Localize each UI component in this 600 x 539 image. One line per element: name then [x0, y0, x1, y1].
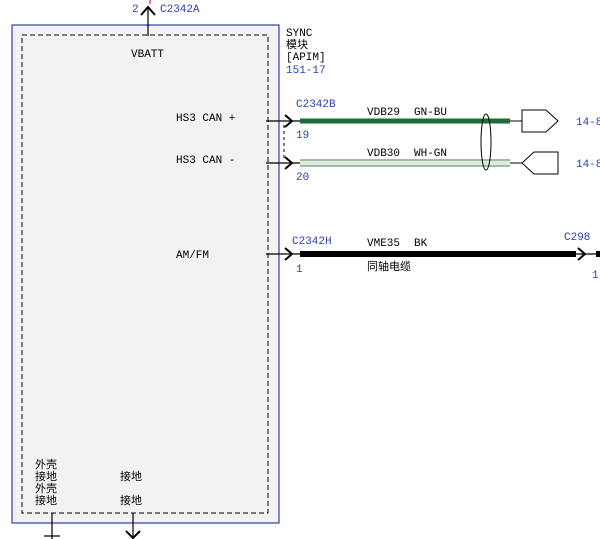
coax-far-connector: C298 [564, 232, 590, 244]
coax-description: 同轴电缆 [367, 259, 411, 274]
can-minus-offpage-connector [521, 151, 559, 175]
ground-label-1: 接地 [120, 470, 142, 484]
can-plus-offpage-connector [521, 109, 559, 133]
can-plus-arrow-icon [284, 114, 294, 128]
coax-far-terminal [596, 251, 600, 257]
ground-label-2: 接地 [120, 494, 142, 508]
signal-can-minus: HS3 CAN - [176, 155, 235, 167]
can-minus-pin: 20 [296, 172, 309, 184]
vbatt-label: VBATT [131, 49, 164, 61]
ground-arrow-icon [125, 530, 141, 539]
can-minus-arrow-icon [284, 156, 294, 170]
module-inner-boundary [21, 34, 269, 514]
coax-pin: 1 [296, 264, 303, 276]
coax-arrow-icon [284, 247, 294, 261]
case-ground-label-4: 接地 [35, 494, 57, 508]
can-minus-circuit: VDB30 [367, 148, 400, 160]
can-minus-ref: 14-8 [576, 159, 600, 171]
vbatt-arrow-icon [140, 5, 156, 16]
case-ground-label-3: 外壳 [35, 481, 57, 496]
top-pin-label: 2 [132, 4, 139, 16]
coax-color: BK [414, 238, 428, 250]
case-ground-label-1: 外壳 [35, 457, 57, 472]
coax-far-arrow-icon [577, 247, 587, 261]
coax-circuit: VME35 [367, 238, 400, 250]
can-plus-color: GN-BU [414, 107, 447, 119]
module-name: SYNC [286, 28, 313, 40]
coax-far-pin: 1 [592, 270, 599, 282]
case-ground-label-2: 接地 [35, 470, 57, 484]
can-minus-color: WH-GN [414, 148, 447, 160]
module-outline [11, 24, 280, 524]
twisted-pair-icon [480, 113, 492, 171]
can-connector-label: C2342B [296, 99, 336, 111]
can-plus-circuit: VDB29 [367, 107, 400, 119]
coax-connector-label: C2342H [292, 236, 332, 248]
top-connector-label: C2342A [160, 4, 200, 16]
can-plus-pin: 19 [296, 130, 309, 142]
module-page-ref: 151-17 [286, 65, 326, 77]
can-plus-ref: 14-8 [576, 117, 600, 129]
module-name-cn: 模块 [286, 38, 308, 52]
signal-amfm: AM/FM [176, 250, 209, 262]
signal-can-plus: HS3 CAN + [176, 113, 235, 125]
module-code: [APIM] [286, 52, 326, 64]
